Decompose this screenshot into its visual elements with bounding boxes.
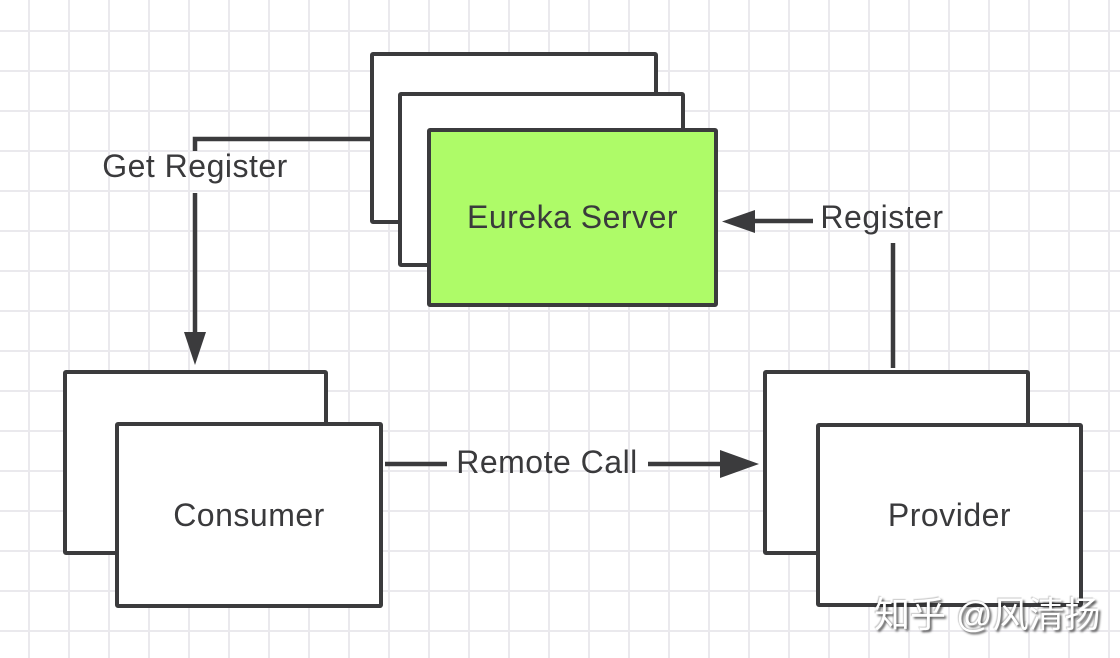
remote-call-arrowhead <box>720 450 759 478</box>
consumer-label: Consumer <box>173 496 325 533</box>
get-register-edge-label: Get Register <box>102 148 288 184</box>
remote-call-edge-label: Remote Call <box>456 444 638 480</box>
get-register-arrowhead <box>184 332 206 365</box>
eureka-server-label: Eureka Server <box>466 199 679 235</box>
eureka-server-node: Eureka Server <box>427 128 718 307</box>
zhihu-watermark: 知乎 @风清扬 <box>874 594 1101 635</box>
register-edge-label: Register <box>820 199 944 235</box>
provider-node: Provider <box>816 423 1083 607</box>
provider-label: Provider <box>887 496 1012 533</box>
register-arrowhead <box>722 210 755 233</box>
consumer-node: Consumer <box>115 422 383 608</box>
